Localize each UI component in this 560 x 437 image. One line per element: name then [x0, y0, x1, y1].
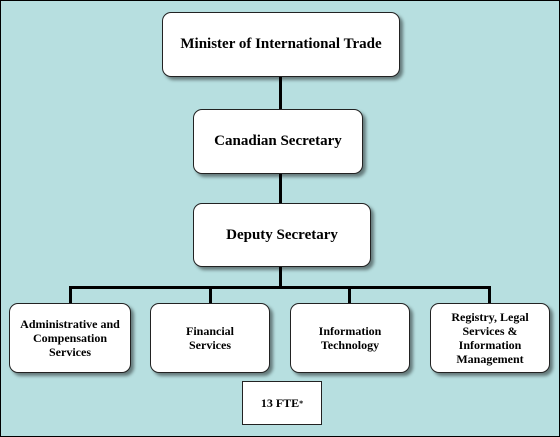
fte-note-box: 13 FTE*: [242, 381, 322, 425]
minister-box: Minister of International Trade: [162, 12, 400, 77]
minister-label: Minister of International Trade: [180, 36, 382, 52]
division-registry-box: Registry, Legal Services & Information M…: [430, 303, 550, 373]
division-admin-compensation-label: Administrative and Compensation Services: [20, 317, 120, 359]
connector-drop-it: [348, 286, 351, 304]
connector-horizontal-bus: [69, 286, 490, 289]
fte-note-value: 13 FTE: [260, 395, 300, 410]
connector-drop-admin: [69, 286, 72, 304]
connector-minister-to-secretary: [279, 77, 282, 111]
connector-drop-financial: [209, 286, 212, 304]
division-admin-compensation-box: Administrative and Compensation Services: [9, 303, 131, 373]
deputy-secretary-box: Deputy Secretary: [193, 203, 371, 267]
connector-drop-registry: [488, 286, 491, 304]
division-it-box: Information Technology: [290, 303, 410, 373]
division-financial-box: Financial Services: [150, 303, 270, 373]
division-registry-label: Registry, Legal Services & Information M…: [451, 310, 529, 366]
connector-secretary-to-deputy: [279, 174, 282, 204]
deputy-secretary-label: Deputy Secretary: [226, 226, 338, 243]
division-it-label: Information Technology: [318, 324, 382, 352]
fte-note-asterisk: *: [299, 398, 304, 408]
connector-deputy-down: [279, 267, 282, 287]
canadian-secretary-box: Canadian Secretary: [193, 109, 363, 174]
canadian-secretary-label: Canadian Secretary: [214, 133, 342, 149]
division-financial-label: Financial Services: [185, 324, 234, 352]
